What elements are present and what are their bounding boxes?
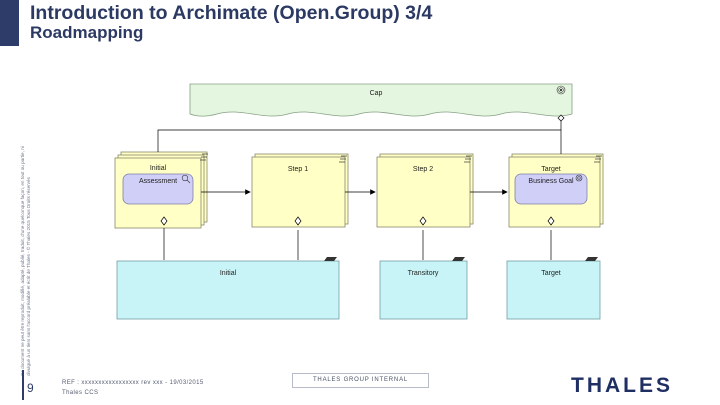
plateau-target-label: Target — [541, 166, 561, 173]
capability-links — [157, 114, 565, 154]
plateau-step-1[interactable]: Step 1 — [251, 153, 349, 228]
company-name: Thales CCS — [62, 390, 99, 396]
plateau-step-2[interactable]: Step 2 — [376, 153, 474, 228]
state-transitory-label: Transitory — [408, 270, 439, 277]
page-subtitle: Roadmapping — [30, 23, 144, 42]
goal-icon — [575, 174, 583, 182]
assessment-label: Assessment — [139, 178, 177, 185]
business-goal-element[interactable] — [514, 173, 588, 205]
assessment-icon — [181, 174, 191, 184]
state-target-label: Target — [541, 270, 561, 277]
plateau-target[interactable]: Target Business Goal — [508, 153, 604, 228]
footer-accent-bar — [22, 370, 24, 400]
title-accent-bar — [0, 0, 19, 46]
roadmap-diagram: Cap Initial Assessment Step 1 Step 2 — [114, 83, 604, 320]
state-target[interactable]: Target — [506, 257, 601, 320]
plateau-initial[interactable]: Initial Assessment — [114, 151, 208, 229]
node-icon — [324, 257, 337, 261]
plateau-initial-label: Initial — [150, 165, 167, 172]
plateau-step-2-label: Step 2 — [413, 166, 433, 173]
plateau-icon — [200, 153, 208, 161]
classification-label: THALES GROUP INTERNAL — [292, 373, 429, 388]
state-initial-label: Initial — [220, 270, 237, 277]
plateau-icon — [339, 155, 347, 163]
plateau-icon — [464, 155, 472, 163]
state-links — [160, 216, 555, 260]
assessment-element[interactable] — [122, 173, 194, 205]
capability-cap[interactable]: Cap — [189, 83, 573, 117]
document-reference: REF : xxxxxxxxxxxxxxxxx rev xxx - 19/03/… — [62, 380, 204, 386]
capability-label: Cap — [370, 90, 383, 97]
business-goal-label: Business Goal — [528, 178, 574, 185]
plateau-icon — [594, 155, 602, 163]
state-transitory[interactable]: Transitory — [379, 257, 468, 320]
node-icon — [585, 257, 598, 261]
page-number: 9 — [27, 381, 34, 395]
thales-logo: THALES — [571, 374, 673, 397]
confidentiality-line-2: divulgué à un tiers sans l'accord préala… — [26, 177, 31, 376]
capability-icon — [556, 85, 566, 95]
confidentiality-note: Ce document ne peut être reproduit, modi… — [20, 56, 32, 376]
page-title: Introduction to Archimate (Open.Group) 3… — [30, 2, 433, 24]
state-initial[interactable]: Initial — [116, 257, 340, 320]
plateau-step-1-label: Step 1 — [288, 166, 308, 173]
node-icon — [452, 257, 465, 261]
